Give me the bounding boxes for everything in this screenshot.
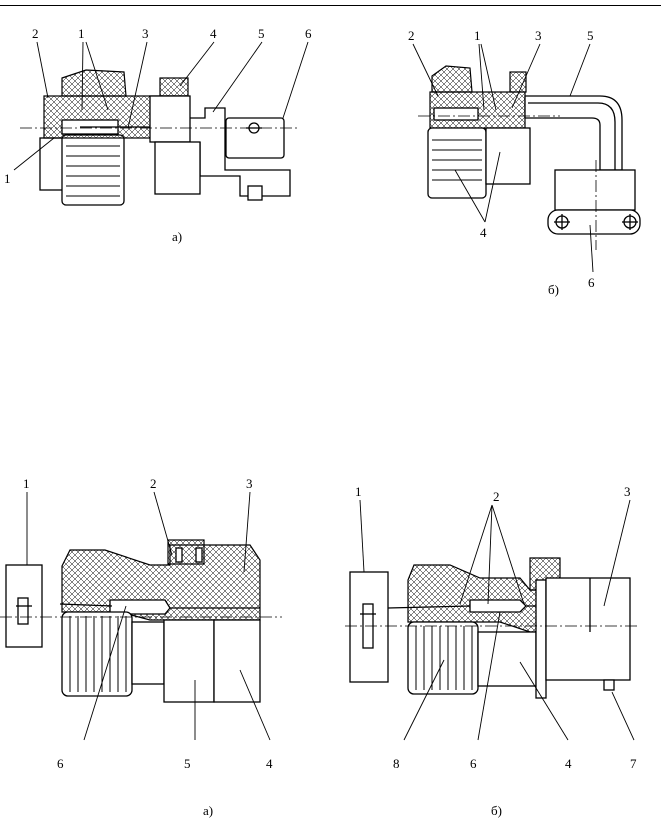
fig2a-label-1: 1 — [23, 476, 30, 491]
fig2b-label-8: 8 — [393, 756, 400, 771]
fig1a-label-1: 1 — [78, 26, 85, 41]
top-rule — [0, 5, 661, 6]
coupling-nut-2a — [61, 611, 133, 697]
cable-clamp-2b — [349, 571, 389, 683]
fig1b-label-3: 3 — [535, 28, 542, 43]
cable-clamp-1b — [554, 169, 636, 211]
fig2a-label-2: 2 — [150, 476, 157, 491]
fig2b-label-1: 1 — [355, 484, 362, 499]
fig1b-label-4: 4 — [480, 225, 487, 240]
fig2b-label-4: 4 — [565, 756, 572, 771]
mount-flange-2b — [535, 579, 547, 699]
fig2a-label-5: 5 — [184, 756, 191, 771]
fig1b-label-6: 6 — [588, 275, 595, 290]
top-nut-1b — [431, 65, 473, 93]
pin-7-2b — [603, 679, 615, 691]
clamp-ring-1b — [509, 71, 527, 93]
fig2b-label-3: 3 — [624, 484, 631, 499]
fig2b-label-2: 2 — [493, 489, 500, 504]
contact-1b — [433, 107, 479, 121]
fig2a-label-3: 3 — [246, 476, 253, 491]
adapter-1a — [154, 141, 201, 195]
fig1a-caption: а) — [172, 229, 182, 244]
fig1a-label-5: 5 — [258, 26, 265, 41]
fig1b-label-2: 2 — [408, 28, 415, 43]
fig1b-label-5: 5 — [587, 28, 594, 43]
fig1a-label-2: 2 — [32, 26, 39, 41]
coupling-nut-1b — [427, 127, 487, 199]
fig2a-label-4: 4 — [266, 756, 273, 771]
fig2b-caption: б) — [491, 803, 502, 818]
sleeve-2a — [131, 621, 165, 685]
fig2a-label-6: 6 — [57, 756, 64, 771]
coupling-nut-2b — [407, 621, 479, 695]
housing-4-2a — [213, 619, 261, 703]
fig1a-label-4: 4 — [210, 26, 217, 41]
housing-5-2a — [163, 619, 215, 703]
contact-2b — [469, 599, 527, 613]
rear-housing-1a — [190, 107, 291, 197]
figure-1a: 2 1 3 4 5 6 1 а) — [4, 26, 312, 244]
housing-4-2b — [477, 631, 537, 687]
receptacle-2b — [545, 577, 631, 681]
adapter-1b — [485, 127, 531, 185]
fig1a-label-6: 6 — [305, 26, 312, 41]
fig1a-label-1-lower: 1 — [4, 171, 11, 186]
elbow-housing-1b — [524, 95, 623, 171]
fig1b-caption: б) — [548, 282, 559, 297]
figure-2a: 1 2 3 6 5 4 а) — [0, 476, 282, 818]
fig2a-caption: а) — [203, 803, 213, 818]
top-nut-1a — [61, 69, 127, 97]
cable-clamp-1a — [225, 117, 285, 159]
fig1a-label-3: 3 — [142, 26, 149, 41]
fig2b-label-7: 7 — [630, 756, 637, 771]
flange-1a — [149, 95, 191, 143]
fig1b-label-1: 1 — [474, 28, 481, 43]
figure-1b: 2 1 3 5 4 6 б) — [408, 28, 641, 297]
figure-2b: 1 2 3 8 6 4 7 б) — [345, 484, 640, 818]
fig2b-label-6: 6 — [470, 756, 477, 771]
